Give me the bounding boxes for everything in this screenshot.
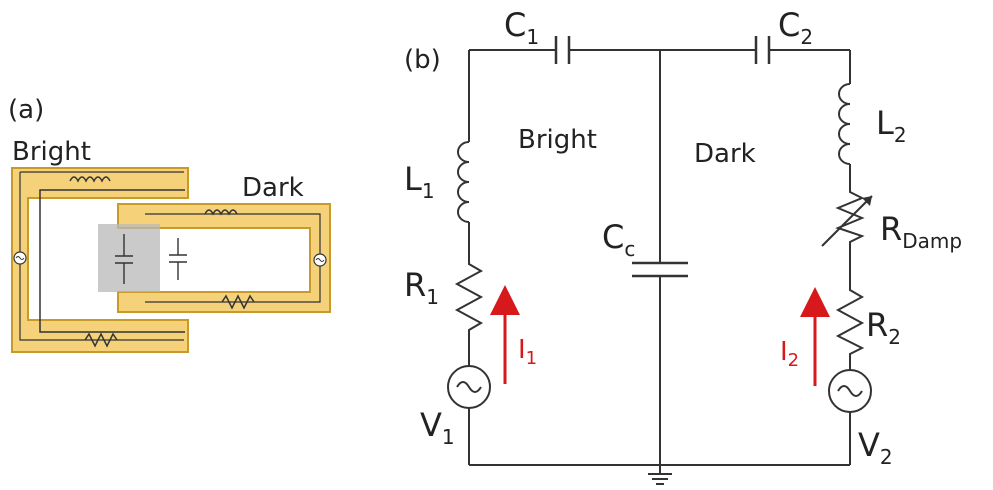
- bright-inductor-icon: [69, 176, 111, 183]
- coupling-capacitors-icon: [115, 234, 187, 284]
- panel-a-dark-label: Dark: [242, 173, 304, 203]
- r2-label: R2: [866, 306, 901, 349]
- resistor-rdamp-icon: [835, 188, 865, 246]
- bright-resistor-icon: [84, 332, 118, 348]
- variable-resistor-arrow-icon: [821, 195, 873, 247]
- inductor-l2-icon: [838, 83, 851, 165]
- l1-label: L1: [404, 160, 435, 203]
- dark-resistor-icon: [221, 294, 255, 310]
- capacitor-c1-icon: [554, 36, 571, 64]
- r1-label: R1: [404, 266, 439, 309]
- i2-label: I2: [780, 337, 799, 371]
- panel-a-bright-label: Bright: [12, 137, 91, 167]
- v1-label: V1: [420, 406, 455, 449]
- bright-resonator: [11, 167, 189, 353]
- rdamp-label: RDamp: [880, 210, 962, 253]
- voltage-source-v1-icon: [447, 365, 491, 409]
- panel-a-label: (a): [8, 95, 44, 125]
- cc-label: Cc: [602, 218, 635, 261]
- panel-b-label: (b): [404, 45, 441, 75]
- v2-label: V2: [858, 426, 893, 469]
- panel-b-dark-label: Dark: [694, 139, 756, 169]
- l2-label: L2: [876, 104, 907, 147]
- capacitor-cc-icon: [632, 261, 688, 278]
- capacitor-c2-icon: [754, 36, 771, 64]
- panel-b-bright-label: Bright: [518, 125, 597, 155]
- voltage-source-v2-icon: [828, 369, 872, 413]
- dark-inductor-icon: [204, 209, 238, 216]
- i1-label: I1: [518, 335, 537, 369]
- c2-label: C2: [778, 6, 813, 49]
- resistor-r2-icon: [835, 284, 865, 356]
- resistor-r1-icon: [454, 258, 484, 338]
- circuit-wires: [468, 49, 851, 485]
- inductor-l1-icon: [457, 141, 470, 223]
- coupling-overlap-region: [98, 224, 160, 292]
- c1-label: C1: [504, 6, 539, 49]
